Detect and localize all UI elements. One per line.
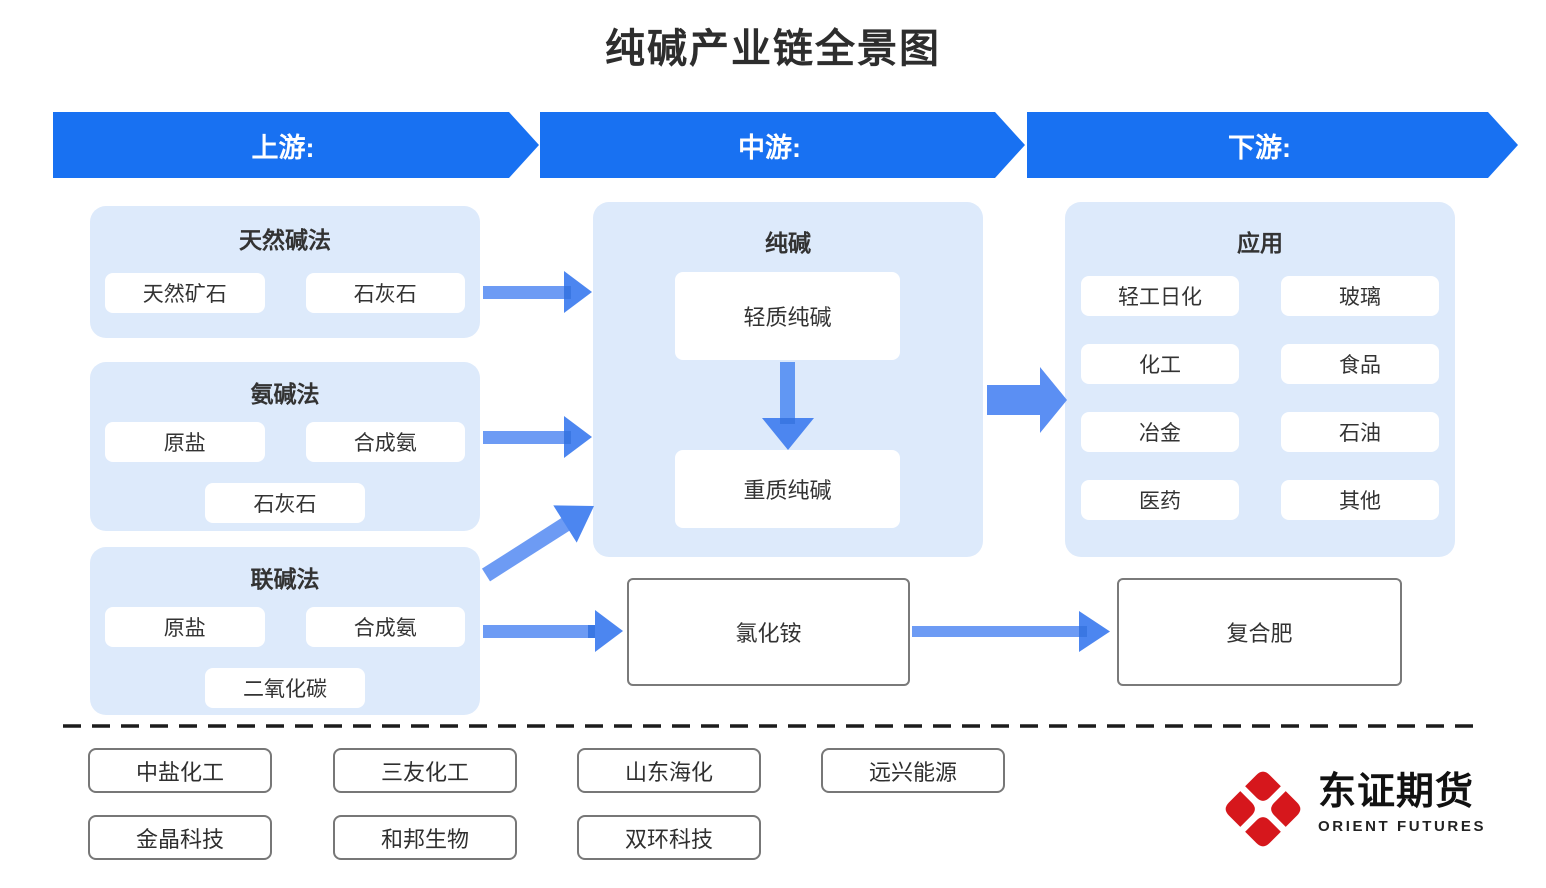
company-shuanghuan-technology: 双环科技 — [577, 815, 761, 860]
page-title: 纯碱产业链全景图 — [605, 27, 941, 71]
chip-light-industry-daily-chemicals: 轻工日化 — [1081, 276, 1239, 316]
panel-ammonia-alkali-method: 氨碱法 原盐 合成氨 石灰石 — [90, 362, 480, 531]
company-zhongyan-chemical: 中盐化工 — [88, 748, 272, 793]
chip-medicine: 医药 — [1081, 480, 1239, 520]
panel-natural-alkali-title: 天然碱法 — [239, 227, 331, 253]
panel-soda-ash: 纯碱 轻质纯碱 重质纯碱 — [593, 202, 983, 557]
company-hebang-biotech: 和邦生物 — [333, 815, 517, 860]
banner-downstream: 下游: — [1027, 112, 1518, 178]
chip-carbon-dioxide: 二氧化碳 — [205, 668, 365, 708]
arrow-ammonium-to-fertilizer-icon — [912, 611, 1110, 652]
box-light-soda-ash: 轻质纯碱 — [675, 272, 900, 360]
banner-upstream: 上游: — [53, 112, 539, 178]
company-sanyou-chemical: 三友化工 — [333, 748, 517, 793]
box-ammonium-chloride: 氯化铵 — [627, 578, 910, 686]
company-yuanxing-energy: 远兴能源 — [821, 748, 1005, 793]
orient-futures-logo: 东证期货 ORIENT FUTURES — [1222, 768, 1486, 850]
chip-food: 食品 — [1281, 344, 1439, 384]
logo-name-cn: 东证期货 — [1318, 771, 1475, 813]
chip-glass: 玻璃 — [1281, 276, 1439, 316]
panel-ammonia-alkali-title: 氨碱法 — [250, 381, 320, 407]
arrow-soda-to-applications-icon — [987, 367, 1067, 433]
arrow-combined-to-ammonium-chloride-icon — [483, 610, 623, 652]
panel-applications: 应用 轻工日化 玻璃 化工 食品 冶金 石油 医药 其他 — [1065, 202, 1455, 557]
chip-metallurgy: 冶金 — [1081, 412, 1239, 452]
chip-raw-salt-2: 原盐 — [105, 607, 265, 647]
banner-midstream-label: 中游: — [738, 132, 801, 163]
chip-limestone-2: 石灰石 — [205, 483, 365, 523]
orient-futures-logo-icon — [1225, 771, 1301, 847]
chip-synthetic-ammonia-2: 合成氨 — [305, 607, 465, 647]
banner-downstream-label: 下游: — [1228, 132, 1291, 163]
banner-upstream-label: 上游: — [251, 132, 315, 163]
panel-applications-title: 应用 — [1237, 230, 1283, 256]
panel-combined-alkali-method: 联碱法 原盐 合成氨 二氧化碳 — [90, 547, 480, 715]
arrow-natural-to-soda-icon — [483, 271, 592, 313]
arrow-combined-to-soda-icon — [481, 505, 594, 582]
company-jinjing-technology: 金晶科技 — [88, 815, 272, 860]
chip-raw-salt-1: 原盐 — [105, 422, 265, 462]
panel-combined-alkali-title: 联碱法 — [250, 566, 320, 592]
chip-others: 其他 — [1281, 480, 1439, 520]
box-compound-fertilizer: 复合肥 — [1117, 578, 1402, 686]
box-heavy-soda-ash: 重质纯碱 — [675, 450, 900, 528]
panel-soda-ash-title: 纯碱 — [765, 230, 811, 256]
chip-natural-ore: 天然矿石 — [105, 273, 265, 313]
panel-natural-alkali-method: 天然碱法 天然矿石 石灰石 — [90, 206, 480, 338]
chip-synthetic-ammonia-1: 合成氨 — [305, 422, 465, 462]
arrow-ammonia-to-soda-icon — [483, 416, 592, 458]
company-shandong-haihua: 山东海化 — [577, 748, 761, 793]
logo-name-en: ORIENT FUTURES — [1318, 818, 1487, 835]
chip-chemical-industry: 化工 — [1081, 344, 1239, 384]
chip-limestone-1: 石灰石 — [305, 273, 465, 313]
chip-petroleum: 石油 — [1281, 412, 1439, 452]
banner-midstream: 中游: — [540, 112, 1025, 178]
